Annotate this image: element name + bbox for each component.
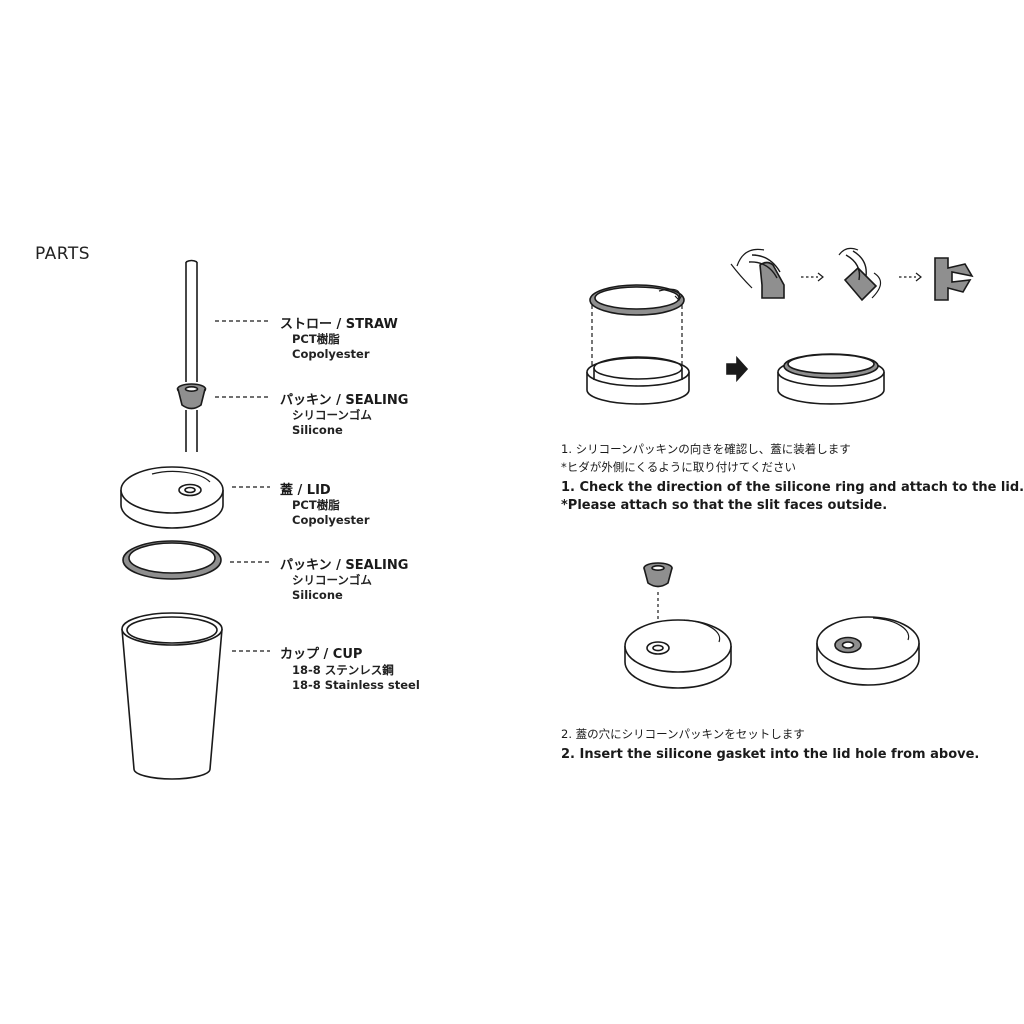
parts-heading: PARTS (35, 244, 91, 264)
straw-material-jp: PCT樹脂 (292, 332, 340, 346)
ring-sealing-label: パッキン / SEALING (280, 558, 409, 573)
step1-ring-illustration (589, 284, 685, 316)
profile-arrow-2-head (915, 272, 922, 282)
step2-lid-before (624, 619, 732, 689)
lid-illustration (120, 466, 224, 529)
straw-label: ストロー / STRAW (280, 317, 398, 332)
step1-en-line1: 1. Check the direction of the silicone r… (561, 480, 1024, 495)
step1-jp-line1: 1. シリコーンパッキンの向きを確認し、蓋に装着します (561, 442, 851, 456)
step1-jp-line2: *ヒダが外側にくるように取り付けてください (561, 460, 796, 474)
step1-lid-after (777, 353, 885, 405)
step1-en-line2: *Please attach so that the slit faces ou… (561, 498, 888, 513)
step2-lid-after (816, 616, 920, 686)
straw-sealing-label: パッキン / SEALING (280, 393, 409, 408)
seal-profile-3 (934, 257, 974, 301)
cup-illustration (121, 612, 223, 780)
step2-gasket-illustration (643, 562, 673, 588)
seal-profile-1 (730, 248, 785, 299)
profile-arrow-1-head (817, 272, 824, 282)
cup-label: カップ / CUP (280, 647, 363, 662)
straw-illustration (185, 259, 198, 452)
straw-material-en: Copolyester (292, 347, 370, 361)
lid-material-jp: PCT樹脂 (292, 498, 340, 512)
ring-illustration (122, 540, 222, 580)
straw-sealing-material-en: Silicone (292, 423, 343, 437)
step1-guide-lines (591, 305, 683, 366)
step2-jp-line1: 2. 蓋の穴にシリコーンパッキンをセットします (561, 727, 805, 741)
cup-material-en: 18-8 Stainless steel (292, 678, 420, 692)
ring-sealing-material-en: Silicone (292, 588, 343, 602)
ring-sealing-material-jp: シリコーンゴム (292, 573, 372, 587)
straw-sealing-material-jp: シリコーンゴム (292, 408, 372, 422)
lid-material-en: Copolyester (292, 513, 370, 527)
cup-material-jp: 18-8 ステンレス鋼 (292, 663, 394, 677)
lid-label: 蓋 / LID (280, 483, 331, 498)
leader-lines (215, 320, 270, 652)
seal-profile-2 (838, 247, 882, 302)
straw-sealing-illustration (176, 383, 207, 410)
step1-lid-before (586, 356, 690, 405)
step1-arrow-icon (726, 355, 749, 383)
step2-en-line1: 2. Insert the silicone gasket into the l… (561, 747, 980, 762)
